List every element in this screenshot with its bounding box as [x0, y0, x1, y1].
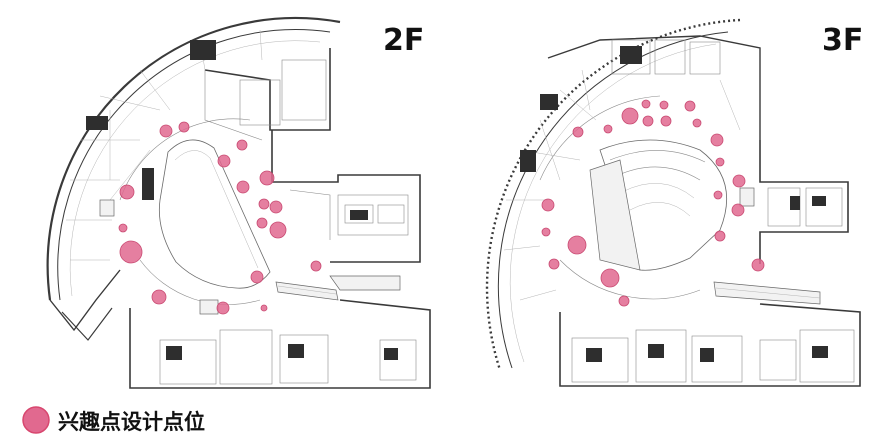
poi-marker-3f-7	[642, 115, 654, 127]
poi-marker-3f-2	[641, 99, 651, 109]
poi-marker-3f-1	[621, 107, 639, 125]
poi-markers	[118, 99, 765, 315]
poi-marker-2f-13	[119, 240, 143, 264]
floor-plan-3f	[485, 18, 861, 387]
poi-marker-2f-9	[269, 200, 283, 214]
legend-marker-icon	[22, 406, 50, 434]
legend: 兴趣点设计点位	[22, 406, 205, 434]
poi-marker-3f-10	[710, 133, 724, 147]
poi-marker-2f-3	[217, 154, 231, 168]
poi-marker-2f-15	[250, 270, 264, 284]
poi-marker-3f-20	[751, 258, 765, 272]
poi-marker-2f-18	[260, 304, 268, 312]
poi-marker-3f-17	[714, 230, 726, 242]
legend-label: 兴趣点设计点位	[58, 410, 205, 434]
poi-marker-3f-21	[600, 268, 620, 288]
poi-marker-3f-12	[732, 174, 746, 188]
poi-marker-2f-11	[269, 221, 287, 239]
poi-marker-3f-15	[731, 203, 745, 217]
poi-marker-2f-12	[118, 223, 128, 233]
poi-marker-2f-1	[159, 124, 173, 138]
poi-marker-2f-14	[310, 260, 322, 272]
poi-marker-3f-13	[713, 190, 723, 200]
floor-label-2f: 2F	[383, 23, 424, 58]
poi-marker-2f-8	[258, 198, 270, 210]
poi-marker-2f-16	[151, 289, 167, 305]
poi-marker-2f-17	[216, 301, 230, 315]
poi-marker-3f-8	[660, 115, 672, 127]
poi-marker-3f-11	[715, 157, 725, 167]
floor-plan-2f	[46, 16, 431, 389]
poi-marker-3f-19	[548, 258, 560, 270]
poi-marker-3f-22	[618, 295, 630, 307]
poi-marker-3f-16	[541, 227, 551, 237]
poi-marker-2f-10	[256, 217, 268, 229]
poi-marker-3f-4	[684, 100, 696, 112]
poi-marker-2f-2	[178, 121, 190, 133]
poi-marker-3f-14	[541, 198, 555, 212]
poi-marker-3f-6	[603, 124, 613, 134]
poi-marker-2f-6	[236, 180, 250, 194]
poi-marker-3f-9	[692, 118, 702, 128]
poi-marker-2f-7	[119, 184, 135, 200]
poi-marker-2f-5	[259, 170, 275, 186]
poi-marker-3f-18	[567, 235, 587, 255]
poi-marker-3f-5	[572, 126, 584, 138]
poi-marker-2f-4	[236, 139, 248, 151]
floor-label-3f: 3F	[822, 23, 863, 58]
poi-marker-3f-3	[659, 100, 669, 110]
